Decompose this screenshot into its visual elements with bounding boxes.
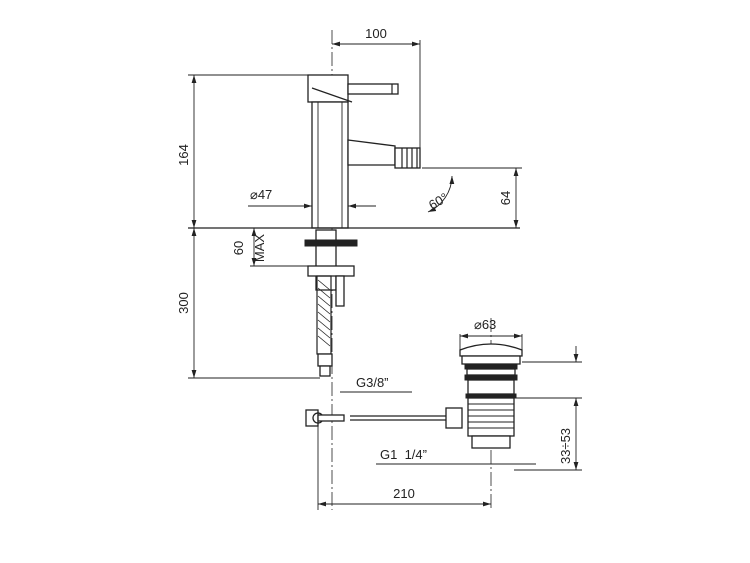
dim-rod-length-label: 210: [393, 486, 415, 501]
pop-up-waste: [459, 343, 523, 449]
dim-deck-thickness: 60 MAX: [231, 228, 308, 267]
dim-waste-thread-label: G1 1/4”: [380, 447, 427, 462]
dim-spout-angle-label: 60°: [426, 190, 451, 213]
dim-hose-connection: G3/8”: [340, 375, 412, 393]
dim-waste-adjustment-label: 33÷53: [558, 428, 573, 464]
dim-waste-diameter-label: ⌀63: [474, 317, 496, 332]
dim-rod-length: 210: [317, 426, 491, 510]
dim-spout-to-deck: 64: [422, 167, 522, 228]
dim-spout-angle: 60°: [422, 167, 470, 213]
dim-deck-thickness-label: 60: [231, 241, 246, 255]
dim-reach-label: 100: [365, 26, 387, 41]
dim-waste-diameter: ⌀63: [459, 317, 523, 350]
dim-spout-to-deck-label: 64: [498, 191, 513, 205]
mixer-body: [307, 74, 421, 229]
dim-spout-height-label: 164: [176, 144, 191, 166]
dim-hose-length-label: 300: [176, 292, 191, 314]
waste-rod: [305, 407, 463, 429]
dim-waste-adjustment: 33÷53: [514, 346, 582, 471]
fixing-assembly: [304, 229, 358, 377]
dim-hose-connection-label: G3/8”: [356, 375, 389, 390]
dim-spout-height: 164: [176, 74, 308, 228]
dim-hose-length: 300: [176, 228, 320, 379]
dim-body-diameter: ⌀47: [248, 187, 376, 209]
dim-deck-thickness-note: MAX: [252, 234, 267, 263]
lever-handle: [347, 83, 399, 95]
dim-reach: 100: [332, 26, 421, 150]
dim-body-diameter-label: ⌀47: [250, 187, 272, 202]
dim-waste-thread: G1 1/4”: [376, 447, 536, 465]
spout: [347, 139, 396, 166]
